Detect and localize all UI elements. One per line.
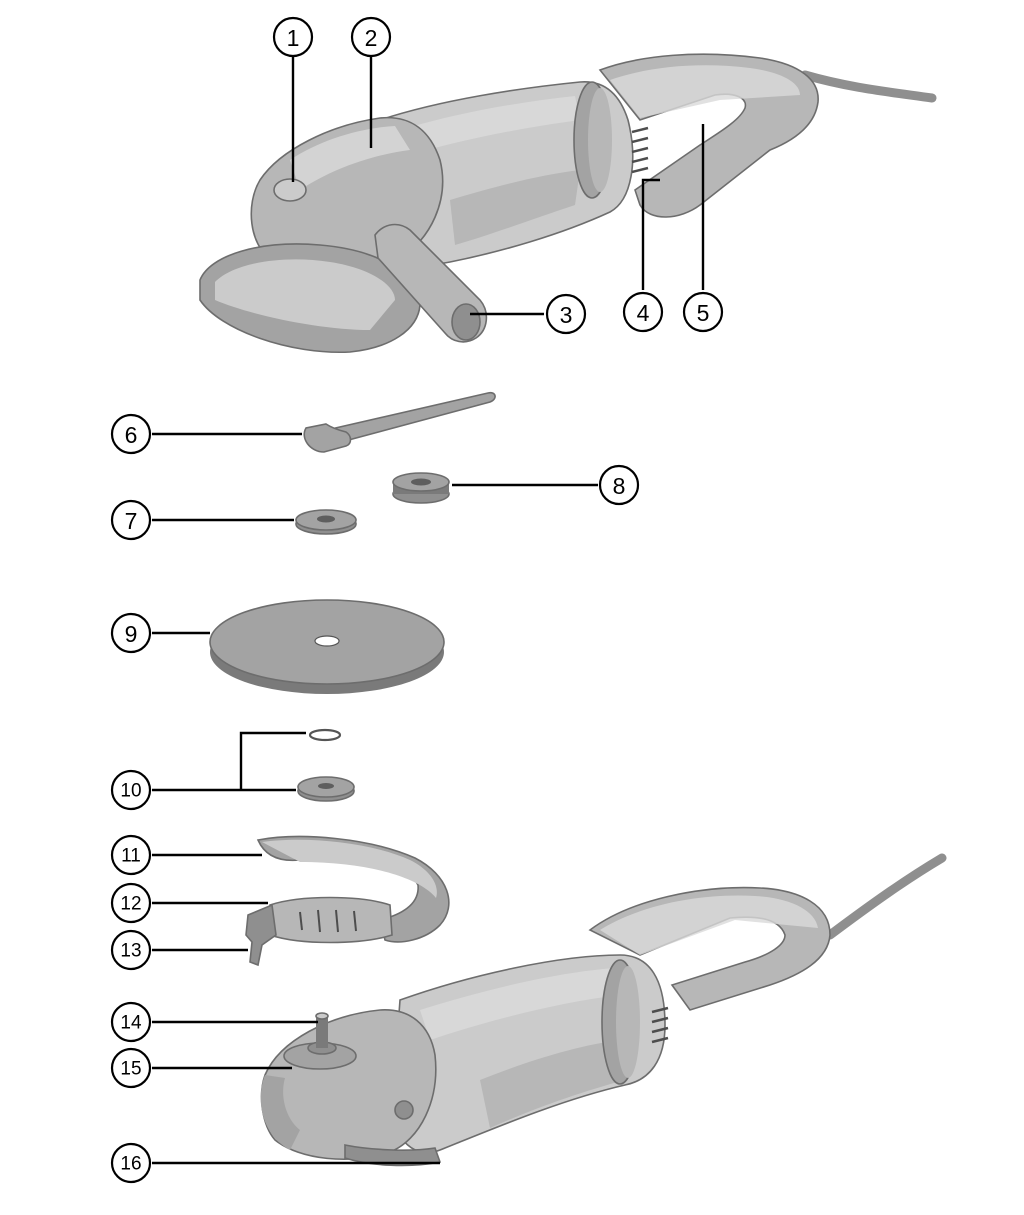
callout-10: 10 bbox=[110, 769, 152, 811]
callout-4-label: 4 bbox=[637, 300, 650, 326]
o-ring bbox=[308, 728, 342, 742]
callout-6-label: 6 bbox=[125, 422, 138, 448]
callout-13: 13 bbox=[110, 929, 152, 971]
callout-9-label: 9 bbox=[125, 621, 138, 647]
callout-2: 2 bbox=[350, 16, 392, 58]
callout-3-label: 3 bbox=[560, 302, 573, 328]
callout-2-label: 2 bbox=[365, 25, 378, 51]
grinder-assembled-illustration bbox=[199, 53, 937, 354]
callout-10-label: 10 bbox=[120, 781, 141, 802]
flange-and-o-ring bbox=[152, 728, 355, 802]
callout-11-label: 11 bbox=[121, 846, 141, 867]
power-cord bbox=[800, 70, 937, 103]
protective-guard-assembly bbox=[152, 835, 450, 967]
ventilation-slots bbox=[631, 126, 649, 174]
callout-15-label: 15 bbox=[120, 1059, 141, 1080]
callout-8-label: 8 bbox=[613, 473, 626, 499]
callout-7-label: 7 bbox=[125, 508, 138, 534]
callout-12-label: 12 bbox=[120, 894, 141, 915]
callout-9: 9 bbox=[110, 612, 152, 654]
callout-11: 11 bbox=[110, 834, 152, 876]
callout-5-label: 5 bbox=[697, 300, 710, 326]
callout-7: 7 bbox=[110, 499, 152, 541]
callout-6: 6 bbox=[110, 413, 152, 455]
callout-4: 4 bbox=[622, 291, 664, 333]
support-flange bbox=[152, 509, 357, 535]
callout-1-label: 1 bbox=[287, 25, 300, 51]
guard-clamp-lever bbox=[245, 903, 277, 967]
clamping-nut bbox=[392, 472, 598, 504]
callout-16: 16 bbox=[110, 1142, 152, 1184]
grinder-disassembled-illustration bbox=[152, 853, 947, 1167]
callout-5: 5 bbox=[682, 291, 724, 333]
grinding-disc bbox=[152, 599, 445, 694]
callout-15: 15 bbox=[110, 1047, 152, 1089]
callout-14: 14 bbox=[110, 1001, 152, 1043]
callout-12: 12 bbox=[110, 882, 152, 924]
callout-13-label: 13 bbox=[120, 941, 141, 962]
guard-collar bbox=[269, 896, 393, 944]
callout-8: 8 bbox=[598, 464, 640, 506]
two-pin-spanner-wrench bbox=[152, 391, 496, 453]
callout-3: 3 bbox=[545, 293, 587, 335]
callout-1: 1 bbox=[272, 16, 314, 58]
callout-14-label: 14 bbox=[120, 1013, 142, 1034]
callout-16-label: 16 bbox=[120, 1154, 141, 1175]
